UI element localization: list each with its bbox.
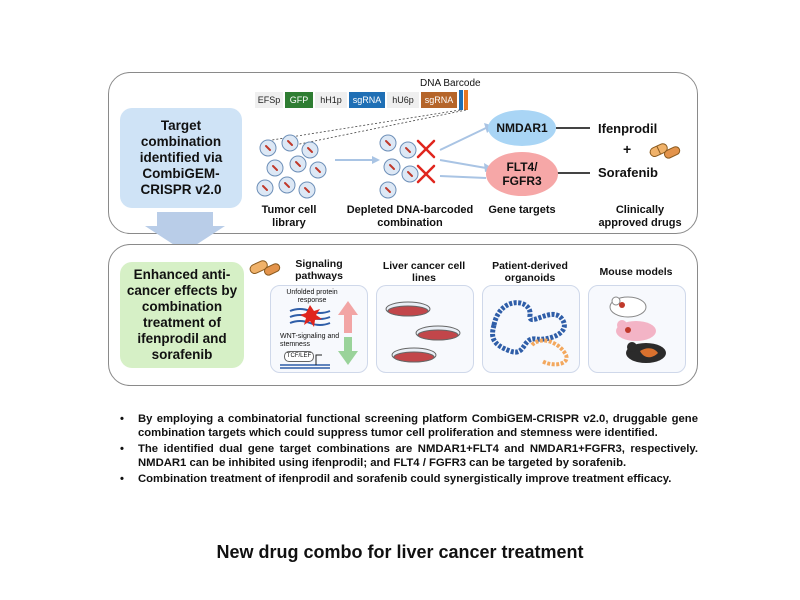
petri-dishes	[385, 301, 461, 363]
construct-segment-gfp: GFP	[285, 92, 313, 108]
upr-note: Unfolded protein response	[286, 289, 338, 304]
nmdar1-oval: NMDAR1	[488, 110, 556, 146]
card-signaling-title: Signaling pathways	[295, 258, 343, 282]
tumor-cell-library-label: Tumor cell library	[261, 204, 317, 229]
drugs-label: Clinically approved drugs	[598, 204, 682, 229]
construct-segment-efsp: EFSp	[255, 92, 283, 108]
target-combination-box: Target combination identified via CombiG…	[120, 108, 242, 208]
depleted-label: Depleted DNA-barcoded combination	[346, 204, 474, 229]
signaling-graphics	[280, 301, 358, 369]
card-mouse-models-title: Mouse models	[599, 266, 673, 278]
flt4-fgfr3-label: FLT4/ FGFR3	[502, 160, 542, 188]
barcode-mark	[459, 90, 463, 110]
top-diagram-graphics	[256, 109, 590, 199]
card-cell-lines-title: Liver cancer cell lines	[382, 260, 466, 284]
tcf-lef-box: TCF/LEF	[284, 351, 314, 362]
gene-targets-label: Gene targets	[488, 204, 556, 216]
nmdar1-label: NMDAR1	[496, 121, 548, 135]
bullet-item: •The identified dual gene target combina…	[120, 443, 698, 469]
wnt-note: WNT-signaling and stemness	[280, 333, 340, 348]
sorafenib-label: Sorafenib	[598, 165, 658, 180]
construct-segment-sgrna-2: sgRNA	[421, 92, 457, 108]
construct-segment-sgrna-1: sgRNA	[349, 92, 385, 108]
ifenprodil-label: Ifenprodil	[598, 121, 658, 136]
red-x-marks	[416, 139, 436, 184]
mouse-graphics	[609, 296, 666, 363]
pill-icon	[649, 143, 681, 159]
bullet-item: •Combination treatment of ifenprodil and…	[120, 473, 672, 485]
card-organoids-title: Patient-derived organoids	[492, 260, 568, 284]
organoid-graphic	[490, 300, 569, 367]
footer-title: New drug combo for liver cancer treatmen…	[216, 542, 584, 562]
flt4-fgfr3-oval: FLT4/ FGFR3	[486, 152, 558, 196]
bullet-item: •By employing a combinatorial functional…	[120, 413, 698, 439]
card-organoids	[482, 285, 580, 373]
barcode-mark-orange	[464, 90, 468, 110]
dna-barcode-label: DNA Barcode	[420, 78, 481, 89]
plus-sign: +	[623, 141, 632, 157]
down-arrow	[145, 212, 225, 252]
construct-segment-hu6p: hU6p	[387, 92, 419, 108]
effects-box: Enhanced anti-cancer effects by combinat…	[120, 262, 244, 368]
bullet-list: •By employing a combinatorial functional…	[120, 412, 698, 488]
signaling-pill-icon	[249, 260, 281, 276]
construct-segment-hh1p: hH1p	[315, 92, 347, 108]
